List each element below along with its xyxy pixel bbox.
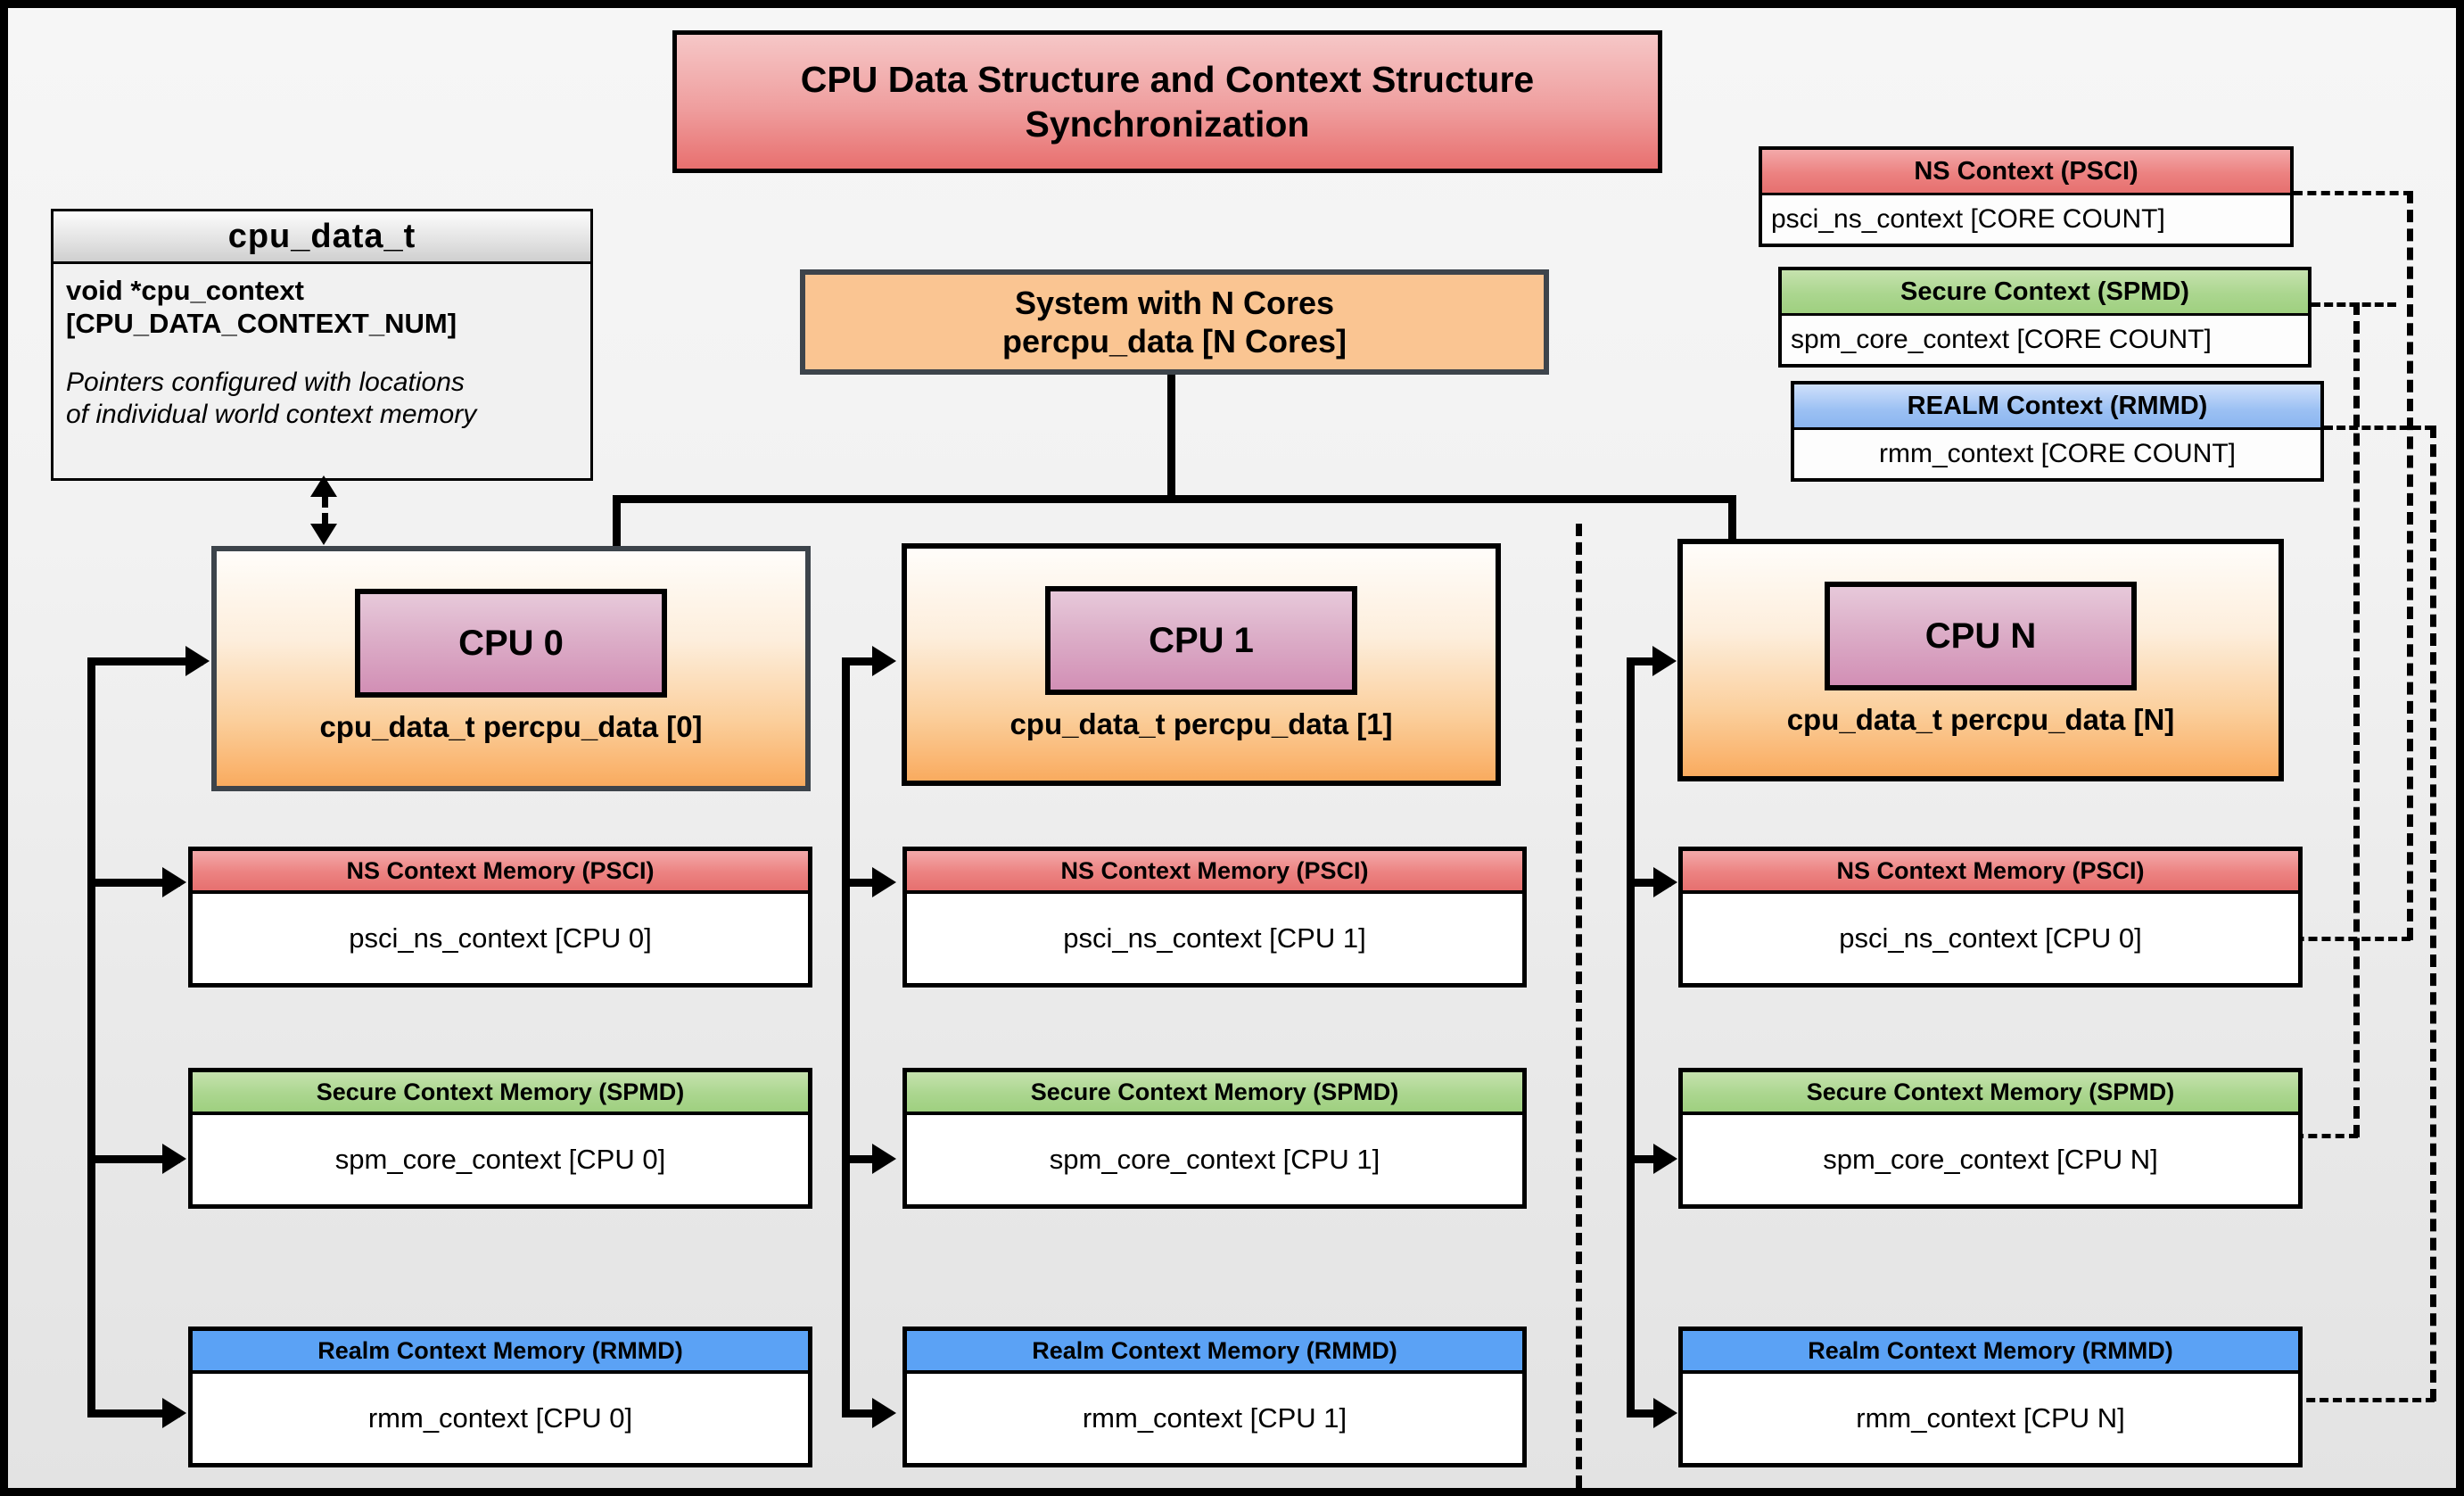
- cpun-arrow-branch-ns: [1627, 879, 1671, 887]
- dash-route-realm-bottom: [2227, 1398, 2435, 1402]
- cpu0-arrowhead-block: [185, 646, 210, 676]
- cpu-data-link-arrow-up: [310, 475, 337, 497]
- system-tree-leg-cpun: [1728, 495, 1736, 544]
- dash-route-secure-vertical: [2353, 302, 2360, 1137]
- system-tree-leg-cpu0: [613, 495, 621, 550]
- cpun-ns-context-value: psci_ns_context [CPU 0]: [1683, 894, 2298, 983]
- cpu-data-link-dash: [322, 497, 328, 524]
- cpu0-arrow-branch-ns: [87, 879, 180, 887]
- cpu-caption-1: cpu_data_t percpu_data [1]: [1009, 707, 1393, 740]
- system-with-n-cores-box: System with N Cores percpu_data [N Cores…: [800, 269, 1549, 375]
- cpun-arrowhead-realm: [1653, 1398, 1677, 1428]
- cpu0-realm-context-value: rmm_context [CPU 0]: [193, 1374, 808, 1463]
- global-context-secure-value: spm_core_context [CORE COUNT]: [1782, 316, 2308, 364]
- cpu1-arrow-branch-ns: [842, 879, 878, 887]
- cpu1-ns-context-box: NS Context Memory (PSCI) psci_ns_context…: [902, 847, 1527, 988]
- cpun-realm-context-value: rmm_context [CPU N]: [1683, 1374, 2298, 1463]
- global-context-realm-value: rmm_context [CORE COUNT]: [1794, 430, 2320, 478]
- cpu1-secure-context-value: spm_core_context [CPU 1]: [907, 1115, 1522, 1204]
- cpu-data-t-struct-box: cpu_data_t void *cpu_context [CPU_DATA_C…: [51, 209, 593, 481]
- global-context-secure-header: Secure Context (SPMD): [1782, 270, 2308, 316]
- cpu1-secure-context-header: Secure Context Memory (SPMD): [907, 1072, 1522, 1115]
- cpu-block-1: CPU 1 cpu_data_t percpu_data [1]: [902, 543, 1501, 786]
- dash-route-ns-top: [2294, 191, 2412, 195]
- cpu-block-n: CPU N cpu_data_t percpu_data [N]: [1677, 539, 2284, 781]
- cpun-arrow-branch-secure: [1627, 1155, 1671, 1163]
- cpu0-arrow-branch-realm: [87, 1409, 180, 1417]
- cpu-data-t-note-line2: of individual world context memory: [66, 400, 477, 430]
- global-context-ns-value: psci_ns_context [CORE COUNT]: [1762, 195, 2290, 244]
- cpu1-realm-context-value: rmm_context [CPU 1]: [907, 1374, 1522, 1463]
- cpu1-arrow-trunk: [842, 657, 850, 1417]
- dash-route-realm-top: [2324, 426, 2434, 430]
- cpu-data-t-note-line1: Pointers configured with locations: [66, 368, 465, 398]
- cpu-data-t-body: void *cpu_context [CPU_DATA_CONTEXT_NUM]…: [54, 264, 590, 431]
- cpun-arrow-trunk: [1627, 657, 1635, 1417]
- cpu1-realm-context-box: Realm Context Memory (RMMD) rmm_context …: [902, 1327, 1527, 1467]
- cpu0-secure-context-box: Secure Context Memory (SPMD) spm_core_co…: [188, 1068, 812, 1209]
- cpu0-arrow-branch-secure: [87, 1155, 180, 1163]
- cpu-badge-n: CPU N: [1825, 582, 2137, 690]
- cpun-secure-context-value: spm_core_context [CPU N]: [1683, 1115, 2298, 1204]
- dash-route-realm-vertical: [2430, 426, 2436, 1401]
- cpu0-ns-context-box: NS Context Memory (PSCI) psci_ns_context…: [188, 847, 812, 988]
- cpu1-arrowhead-secure: [872, 1144, 896, 1174]
- cpu1-ns-context-header: NS Context Memory (PSCI): [907, 851, 1522, 894]
- system-line1: System with N Cores: [1014, 284, 1335, 321]
- cpu0-ns-context-value: psci_ns_context [CPU 0]: [193, 894, 808, 983]
- cpu1-arrowhead-ns: [872, 867, 896, 897]
- cpu-data-link-arrow-down: [310, 524, 337, 545]
- cpun-secure-context-box: Secure Context Memory (SPMD) spm_core_co…: [1678, 1068, 2303, 1209]
- cpu0-arrowhead-realm: [162, 1398, 186, 1428]
- cpu1-arrow-branch-realm: [842, 1409, 878, 1417]
- cpu1-arrow-branch-block: [842, 657, 878, 665]
- cpu-data-t-field-line1: void *cpu_context: [66, 275, 304, 306]
- cpu-group-divider: [1576, 524, 1582, 1488]
- cpun-arrow-branch-realm: [1627, 1409, 1671, 1417]
- cpu-badge-0: CPU 0: [355, 589, 667, 698]
- cpu1-arrow-branch-secure: [842, 1155, 878, 1163]
- cpu0-secure-context-value: spm_core_context [CPU 0]: [193, 1115, 808, 1204]
- cpun-arrowhead-ns: [1653, 867, 1677, 897]
- system-tree-stem: [1167, 375, 1175, 500]
- cpun-ns-context-box: NS Context Memory (PSCI) psci_ns_context…: [1678, 847, 2303, 988]
- global-context-ns-box: NS Context (PSCI) psci_ns_context [CORE …: [1759, 146, 2294, 247]
- system-line2: percpu_data [N Cores]: [1001, 323, 1347, 360]
- cpu-data-t-header: cpu_data_t: [54, 211, 590, 264]
- cpu1-ns-context-value: psci_ns_context [CPU 1]: [907, 894, 1522, 983]
- cpu0-arrowhead-ns: [162, 867, 186, 897]
- cpu0-realm-context-box: Realm Context Memory (RMMD) rmm_context …: [188, 1327, 812, 1467]
- cpu0-arrow-branch-block: [87, 657, 203, 665]
- system-tree-bar: [613, 495, 1736, 503]
- cpu-caption-0: cpu_data_t percpu_data [0]: [319, 710, 703, 743]
- cpu1-realm-context-header: Realm Context Memory (RMMD): [907, 1331, 1522, 1374]
- cpu-badge-1: CPU 1: [1045, 586, 1357, 695]
- cpun-ns-context-header: NS Context Memory (PSCI): [1683, 851, 2298, 894]
- cpun-realm-context-header: Realm Context Memory (RMMD): [1683, 1331, 2298, 1374]
- global-context-secure-box: Secure Context (SPMD) spm_core_context […: [1778, 267, 2312, 368]
- cpu0-secure-context-header: Secure Context Memory (SPMD): [193, 1072, 808, 1115]
- cpu0-ns-context-header: NS Context Memory (PSCI): [193, 851, 808, 894]
- cpu1-secure-context-box: Secure Context Memory (SPMD) spm_core_co…: [902, 1068, 1527, 1209]
- cpun-realm-context-box: Realm Context Memory (RMMD) rmm_context …: [1678, 1327, 2303, 1467]
- cpun-arrowhead-secure: [1653, 1144, 1677, 1174]
- global-context-realm-box: REALM Context (RMMD) rmm_context [CORE C…: [1791, 381, 2324, 482]
- cpun-arrow-branch-block: [1627, 657, 1662, 665]
- dash-route-ns-bottom: [2229, 937, 2410, 941]
- cpu0-realm-context-header: Realm Context Memory (RMMD): [193, 1331, 808, 1374]
- cpu0-arrowhead-secure: [162, 1144, 186, 1174]
- cpu-data-t-field-line2: [CPU_DATA_CONTEXT_NUM]: [66, 307, 457, 339]
- cpu-caption-n: cpu_data_t percpu_data [N]: [1786, 703, 2175, 736]
- global-context-ns-header: NS Context (PSCI): [1762, 150, 2290, 195]
- diagram-title: CPU Data Structure and Context Structure…: [672, 30, 1662, 173]
- cpu0-arrow-trunk: [87, 657, 95, 1417]
- cpu1-arrowhead-block: [872, 646, 896, 676]
- cpu-block-0: CPU 0 cpu_data_t percpu_data [0]: [211, 546, 811, 791]
- cpun-secure-context-header: Secure Context Memory (SPMD): [1683, 1072, 2298, 1115]
- global-context-realm-header: REALM Context (RMMD): [1794, 384, 2320, 430]
- cpun-arrowhead-block: [1652, 646, 1677, 676]
- cpu1-arrowhead-realm: [872, 1398, 896, 1428]
- dash-route-ns-vertical: [2407, 191, 2413, 940]
